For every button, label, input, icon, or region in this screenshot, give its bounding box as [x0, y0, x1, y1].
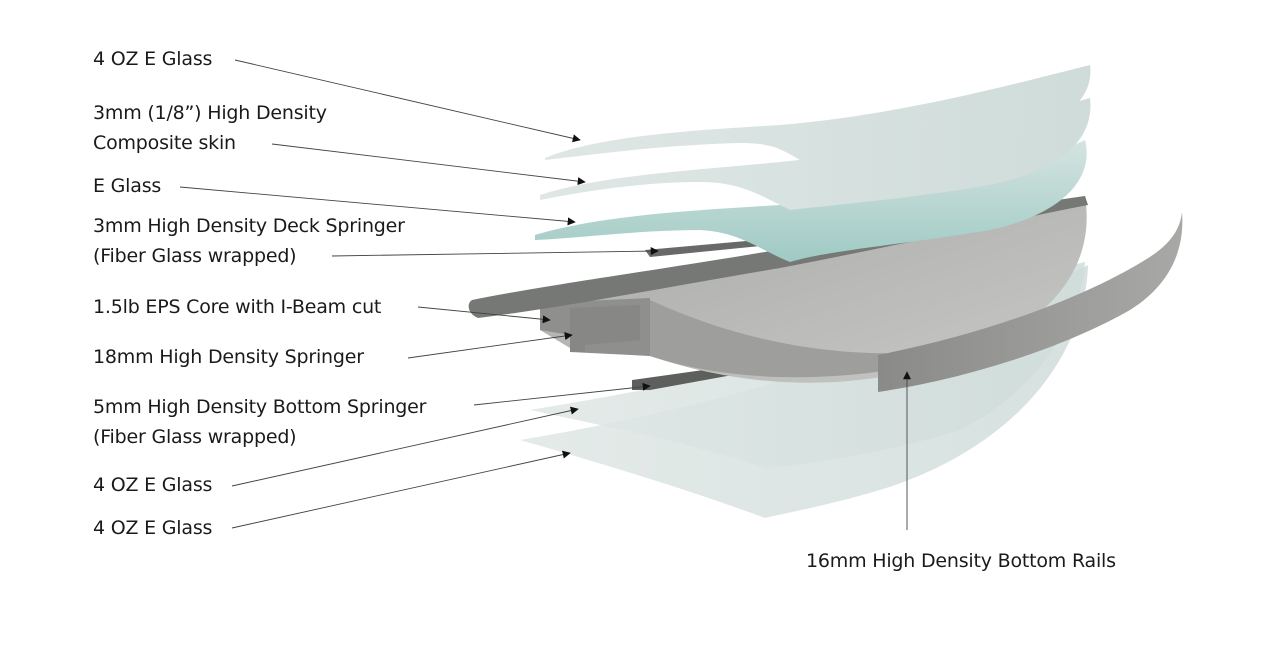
label-composite-skin-line1: 3mm (1/8”) High Density — [93, 102, 327, 124]
label-deck-springer-line1: 3mm High Density Deck Springer — [93, 215, 405, 237]
label-bottom-springer-line1: 5mm High Density Bottom Springer — [93, 396, 427, 418]
leader-deck-springer — [331, 247, 659, 257]
label-center-springer: 18mm High Density Springer — [93, 346, 364, 368]
label-bottom-4oz-e-glass-1: 4 OZ E Glass — [93, 474, 213, 496]
leader-bottom-glass-1 — [231, 406, 579, 487]
label-top-4oz-e-glass: 4 OZ E Glass — [93, 48, 213, 70]
label-e-glass: E Glass — [93, 175, 162, 197]
label-bottom-springer-line2: (Fiber Glass wrapped) — [93, 426, 297, 448]
e-glass-layer — [535, 140, 1087, 262]
leader-eps-core — [417, 306, 551, 324]
label-eps-core: 1.5lb EPS Core with I-Beam cut — [93, 296, 382, 318]
leader-bottom-glass-2 — [231, 450, 571, 529]
leader-top-glass — [234, 59, 581, 143]
label-composite-skin-line2: Composite skin — [93, 132, 236, 154]
deck-springer — [645, 238, 780, 257]
bottom-rail — [878, 212, 1183, 392]
label-bottom-rails: 16mm High Density Bottom Rails — [806, 550, 1116, 572]
composite-skin — [540, 98, 1091, 210]
leader-bottom-springer — [473, 382, 651, 406]
leader-center-springer — [407, 332, 573, 359]
leader-e-glass — [179, 186, 576, 226]
leader-composite-skin — [271, 143, 586, 186]
leader-lines — [179, 59, 912, 530]
center-springer — [570, 305, 640, 352]
top-glass-layer — [545, 65, 1091, 160]
label-deck-springer-line2: (Fiber Glass wrapped) — [93, 245, 297, 267]
label-bottom-4oz-e-glass-2: 4 OZ E Glass — [93, 517, 213, 539]
